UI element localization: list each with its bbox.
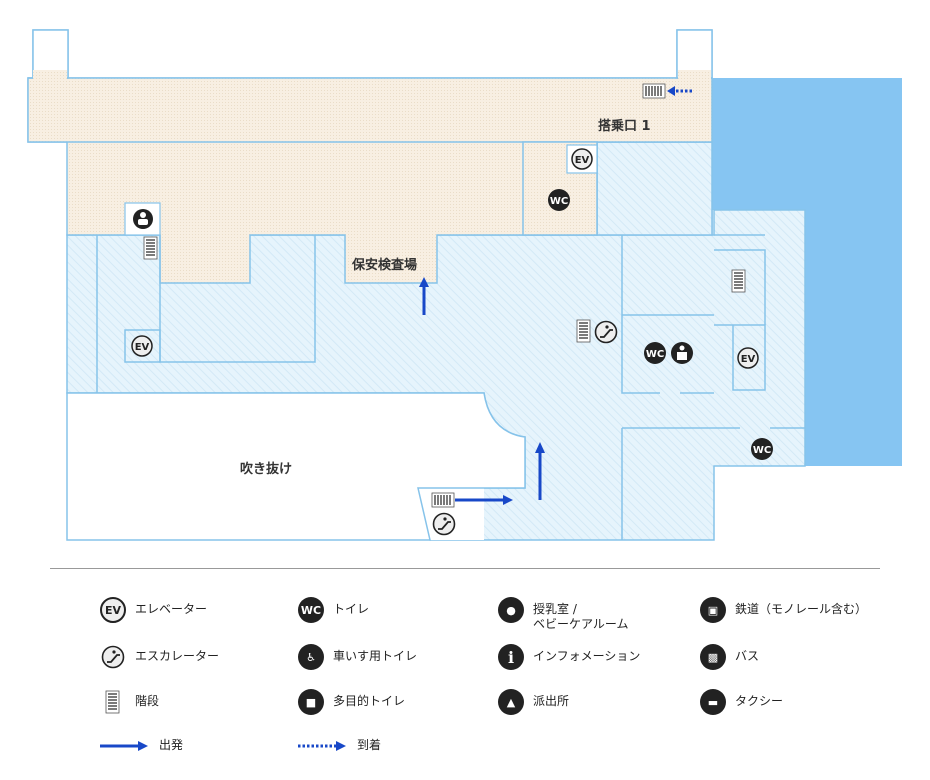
legend-label: タクシー: [735, 694, 784, 708]
legend-label: 出発: [159, 738, 184, 752]
outside-area: [712, 78, 902, 466]
arrival-arrow-icon: [667, 86, 692, 96]
legend-item: ♿ 車いす用トイレ: [298, 644, 417, 670]
legend-item: ■ 多目的トイレ: [298, 689, 405, 715]
stairs-icon: [100, 689, 126, 715]
legend-item: ● 授乳室 / ベビーケアルーム: [498, 597, 629, 632]
departure-arrow-icon: [535, 442, 545, 500]
legend-item: ▣ 鉄道（モノレール含む）: [700, 597, 867, 623]
legend-item: ▩ バス: [700, 644, 759, 670]
legend-label: トイレ: [333, 602, 370, 616]
legend-label: 階段: [135, 694, 160, 708]
gate-label: 搭乗口 1: [598, 118, 651, 134]
elevator-icon: EV: [737, 347, 759, 369]
legend-item: EV エレベーター: [100, 597, 207, 623]
legend-label: エスカレーター: [135, 649, 220, 663]
legend-label: 派出所: [533, 694, 570, 708]
svg-text:WC: WC: [550, 196, 568, 207]
svg-text:EV: EV: [741, 354, 756, 365]
nursing-room-icon: [133, 209, 153, 229]
wheelchair-toilet-icon: ♿: [298, 644, 324, 670]
legend-item: WC トイレ: [298, 597, 369, 623]
floor-map: 搭乗口 1 保安検査場 吹き抜け EV WC EV WC EV WC: [27, 29, 902, 541]
legend-label: 到着: [357, 738, 382, 752]
legend-item: 出発: [100, 733, 183, 759]
elevator-icon: EV: [100, 597, 126, 623]
legend-item: 到着: [298, 733, 381, 759]
legend-item: ▬ タクシー: [700, 689, 783, 715]
multipurpose-toilet-icon: [671, 342, 693, 364]
toilet-icon: WC: [644, 342, 666, 364]
elevator-icon: EV: [131, 335, 153, 357]
information-icon: i: [498, 644, 524, 670]
svg-text:EV: EV: [135, 342, 150, 353]
legend-label: エレベーター: [135, 602, 208, 616]
elevator-icon: EV: [571, 148, 593, 170]
departure-arrow-icon: [455, 495, 513, 505]
legend-divider: [50, 568, 880, 569]
taxi-icon: ▬: [700, 689, 726, 715]
escalator-icon: [100, 644, 126, 670]
legend-label: インフォメーション: [533, 649, 641, 663]
departure-arrow-icon: [100, 733, 150, 759]
security-label: 保安検査場: [351, 257, 417, 273]
railway-icon: ▣: [700, 597, 726, 623]
legend-label: 授乳室 / ベビーケアルーム: [533, 602, 629, 631]
arrival-arrow-icon: [298, 733, 348, 759]
multipurpose-toilet-icon: ■: [298, 689, 324, 715]
police-box-icon: ▲: [498, 689, 524, 715]
legend-item: エスカレーター: [100, 644, 219, 670]
legend-label: 鉄道（モノレール含む）: [735, 602, 868, 616]
legend-item: i インフォメーション: [498, 644, 640, 670]
atrium-label: 吹き抜け: [240, 461, 292, 477]
departure-arrow-icon: [419, 277, 429, 315]
legend-item: ▲ 派出所: [498, 689, 569, 715]
legend-item: 階段: [100, 689, 159, 715]
svg-text:WC: WC: [646, 349, 664, 360]
svg-text:WC: WC: [753, 445, 771, 456]
bus-icon: ▩: [700, 644, 726, 670]
toilet-icon: WC: [298, 597, 324, 623]
legend-label: バス: [735, 649, 760, 663]
svg-text:EV: EV: [575, 155, 590, 166]
toilet-icon: WC: [751, 438, 773, 460]
legend-label: 車いす用トイレ: [333, 649, 418, 663]
nursing-room-icon: ●: [498, 597, 524, 623]
legend-label: 多目的トイレ: [333, 694, 406, 708]
toilet-icon: WC: [548, 189, 570, 211]
